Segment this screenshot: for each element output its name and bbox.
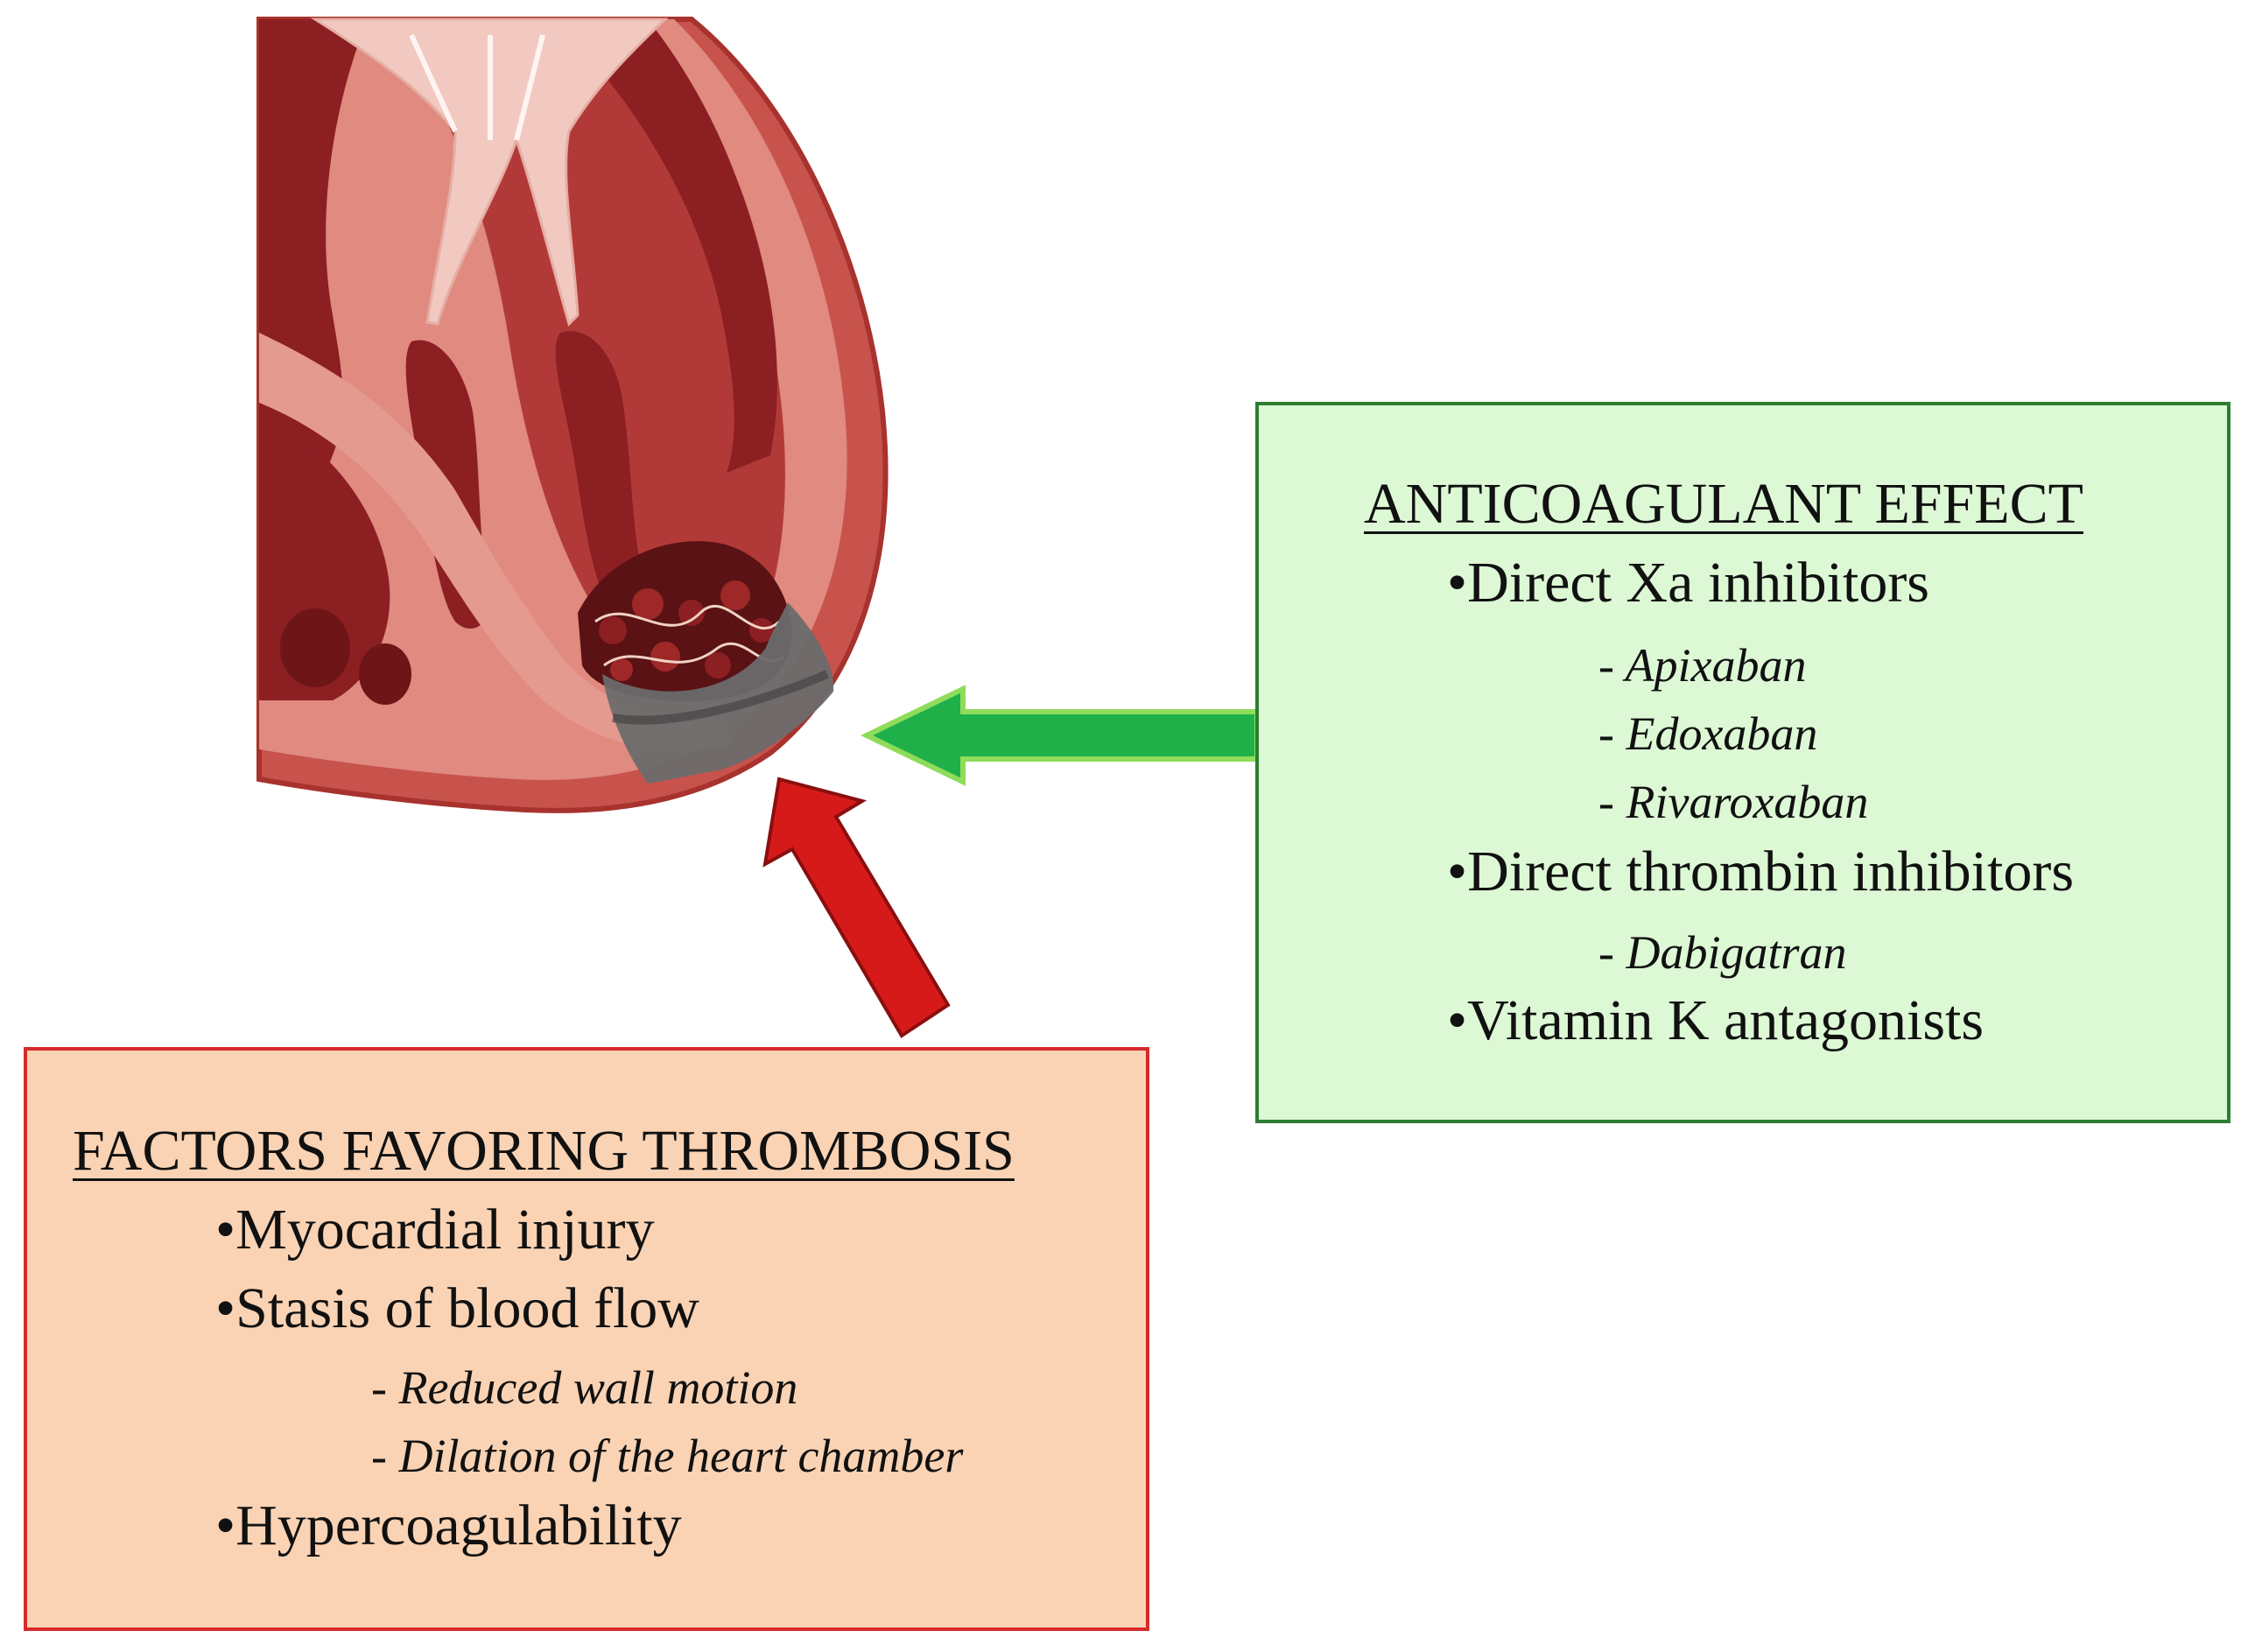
red-arrow-icon [762,777,951,1038]
factors-title: FACTORS FAVORING THROMBOSIS [73,1119,1015,1183]
factors-favoring-thrombosis-box: FACTORS FAVORING THROMBOSIS •Myocardial … [24,1047,1149,1631]
dilation-heart-chamber-item: - Dilation of the heart chamber [371,1430,964,1482]
anticoagulant-effect-box: ANTICOAGULANT EFFECT •Direct Xa inhibito… [1255,402,2230,1123]
papillary-muscle-right [555,331,644,609]
apixaban-item: - Apixaban [1598,639,1807,692]
vitamin-k-antagonists-item: •Vitamin K antagonists [1447,988,1985,1052]
green-arrow-icon [861,685,1260,786]
hypercoagulability-item: •Hypercoagulability [215,1494,682,1557]
rivaroxaban-item: - Rivaroxaban [1598,776,1869,828]
myocardial-injury-item: •Myocardial injury [215,1198,655,1262]
anticoagulant-title: ANTICOAGULANT EFFECT [1364,472,2083,536]
stasis-of-blood-flow-item: •Stasis of blood flow [215,1276,699,1340]
edoxaban-item: - Edoxaban [1598,707,1818,760]
thrombus-icon [578,541,792,701]
valve-chordae [310,18,669,327]
reduced-wall-motion-item: - Reduced wall motion [371,1361,798,1414]
direct-xa-inhibitors-item: •Direct Xa inhibitors [1447,551,1929,615]
dabigatran-item: - Dabigatran [1598,926,1847,979]
thrombus-marker [602,602,834,784]
direct-thrombin-inhibitors-item: •Direct thrombin inhibitors [1447,840,2075,903]
